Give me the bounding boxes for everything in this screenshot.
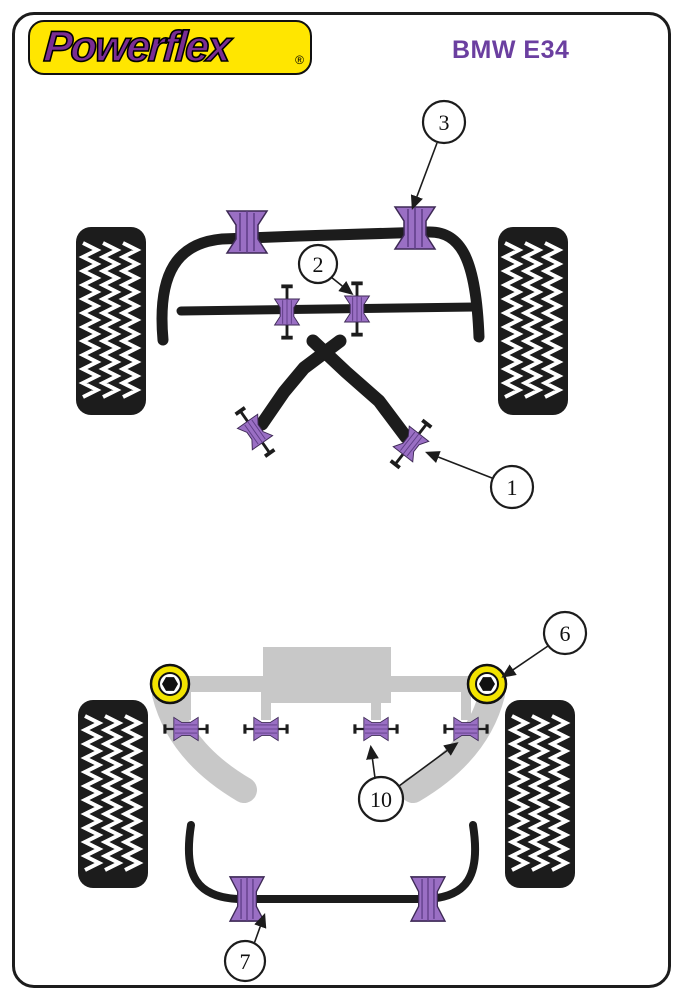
callout-7: 7 <box>223 912 267 983</box>
rear-trailing-arm-left <box>152 681 257 803</box>
steering-tie-rod <box>176 302 480 316</box>
callout-1: 1 <box>425 451 535 510</box>
callout-10-number: 10 <box>370 787 392 812</box>
callout-2-arrow <box>330 276 354 295</box>
rear-subframe <box>263 647 391 703</box>
callout-2-number: 2 <box>313 252 324 277</box>
rear-trailing-arm-right <box>400 681 505 803</box>
callout-1-number: 1 <box>507 475 518 500</box>
callout-3-arrow <box>410 142 438 210</box>
front-control-arm-right <box>306 334 413 444</box>
rear-right-tire <box>505 700 575 888</box>
rear-beam-mount-bush-right <box>466 663 508 705</box>
trailing-arm-bush-2 <box>243 716 289 742</box>
callout-6: 6 <box>501 610 588 678</box>
trailing-arm-bush-3 <box>353 716 399 742</box>
callout-6-circle <box>542 610 588 656</box>
rear-anti-roll-bar <box>184 821 480 903</box>
rear-left-tire <box>78 700 148 888</box>
callout-10-arrow-left <box>366 744 379 779</box>
powerflex-logo: Powerflex ® <box>28 20 312 75</box>
bush-bracket <box>181 690 191 720</box>
callout-3: 3 <box>410 99 467 210</box>
front-anti-roll-bar <box>156 226 485 346</box>
bush-bracket <box>261 690 271 720</box>
vehicle-model-title: BMW E34 <box>452 36 570 64</box>
front-right-tire <box>498 227 568 415</box>
front-left-tire <box>76 227 146 415</box>
callout-10: 10 <box>357 742 459 823</box>
callout-2: 2 <box>297 243 354 295</box>
hex-nut-icon <box>162 677 178 691</box>
callout-6-arrow <box>501 645 549 678</box>
callout-7-arrow <box>253 912 267 945</box>
callout-3-number: 3 <box>439 110 450 135</box>
hex-nut-icon <box>479 677 495 691</box>
registered-trademark-icon: ® <box>295 53 304 67</box>
callout-6-number: 6 <box>560 621 571 646</box>
callout-7-circle <box>223 939 267 983</box>
callout-1-circle <box>489 464 535 510</box>
bush-bracket <box>461 690 471 720</box>
front-suspension-diagram: 3 2 1 <box>76 99 568 510</box>
callout-7-number: 7 <box>240 949 251 974</box>
callout-10-circle <box>357 775 405 823</box>
rear-beam-mount-bush-left <box>149 663 191 705</box>
page-border <box>12 12 671 988</box>
bush-bracket <box>371 690 381 720</box>
rear-suspension-diagram: 6 10 7 <box>78 610 588 983</box>
callout-1-arrow <box>425 451 493 479</box>
callout-2-circle <box>297 243 339 285</box>
callout-10-arrow-right <box>398 742 459 787</box>
callout-3-circle <box>421 99 467 145</box>
